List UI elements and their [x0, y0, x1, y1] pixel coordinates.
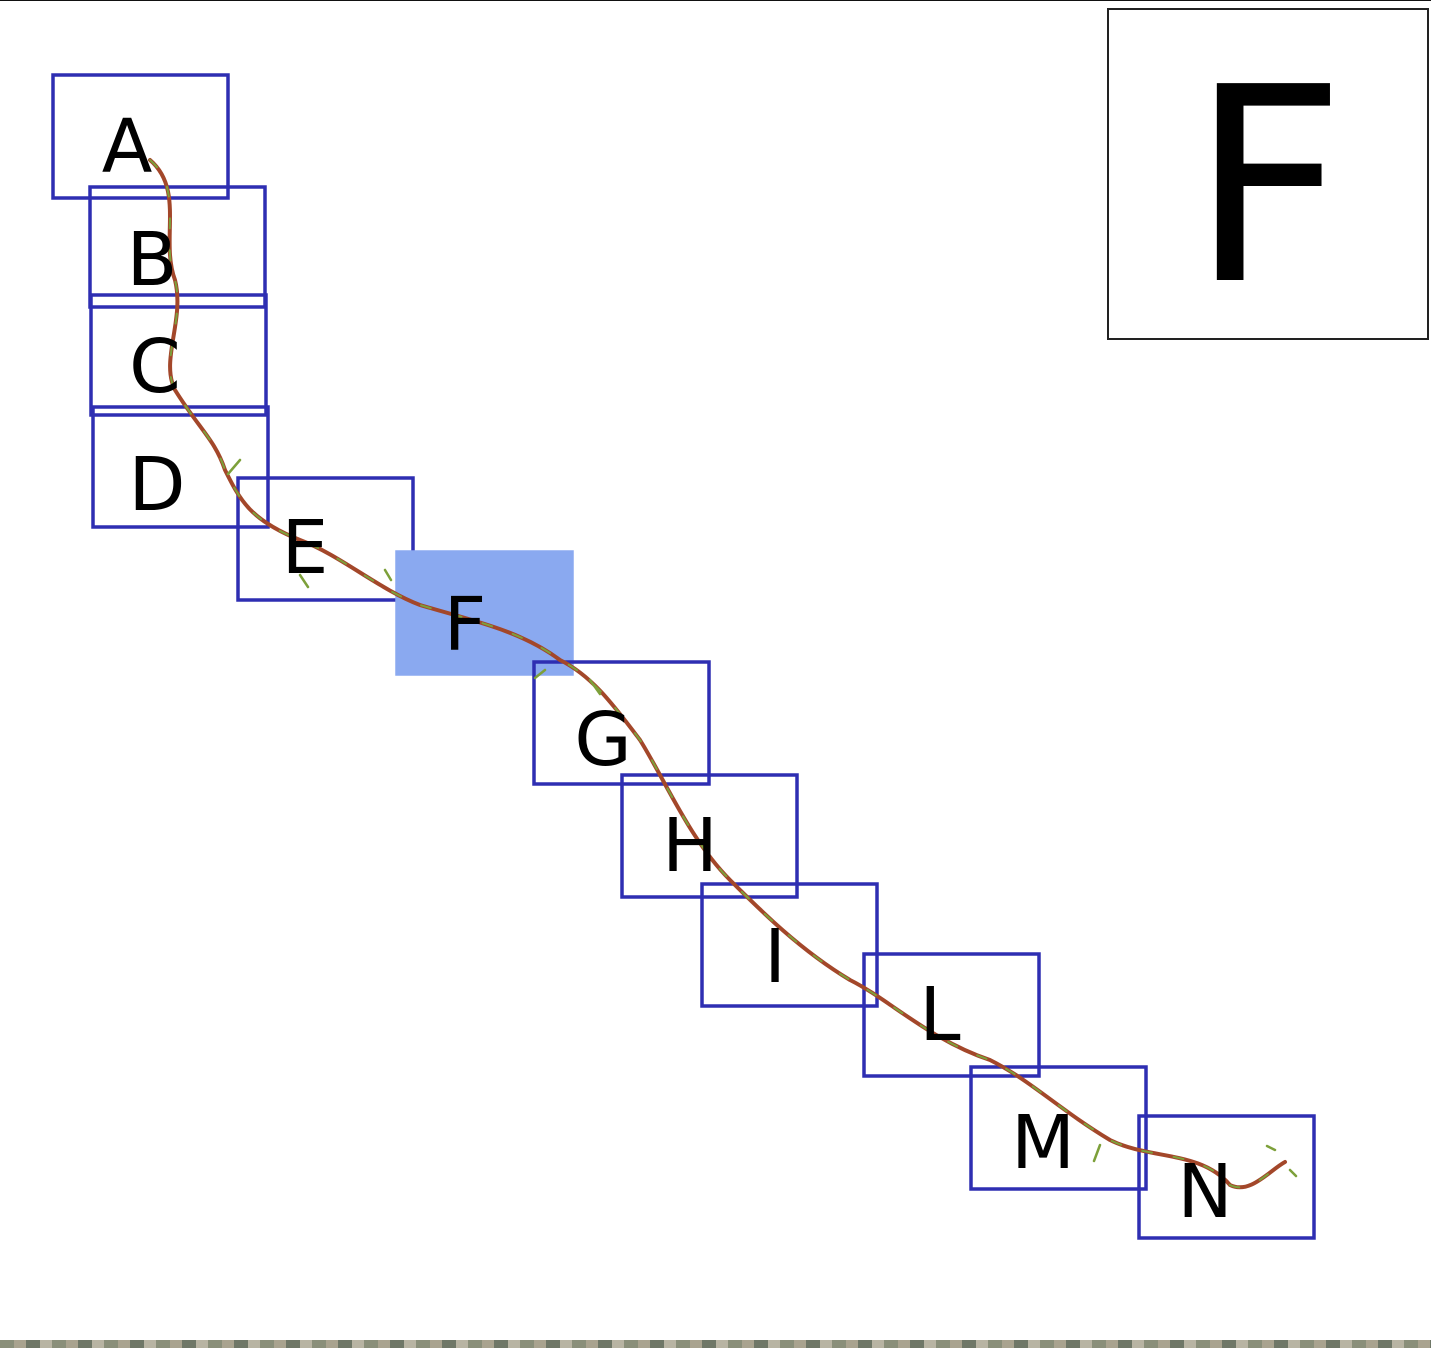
segment-label-d: D: [129, 442, 186, 528]
segment-label-l: L: [919, 972, 960, 1058]
segment-box-i[interactable]: [702, 884, 877, 1006]
indicator-letter: F: [1190, 29, 1345, 344]
current-segment-indicator: F: [1108, 9, 1428, 344]
segment-label-c: C: [129, 324, 181, 410]
segment-label-n: N: [1177, 1149, 1232, 1235]
segment-label-f: F: [444, 582, 487, 668]
segment-label-b: B: [127, 217, 178, 303]
segment-label-g: G: [574, 697, 631, 783]
segment-label-e: E: [282, 505, 329, 591]
segment-label-a: A: [102, 104, 153, 190]
segment-label-i: I: [764, 914, 786, 1000]
bottom-image-strip: [0, 1340, 1431, 1348]
segment-label-h: H: [662, 803, 718, 889]
segment-label-m: M: [1011, 1100, 1075, 1186]
